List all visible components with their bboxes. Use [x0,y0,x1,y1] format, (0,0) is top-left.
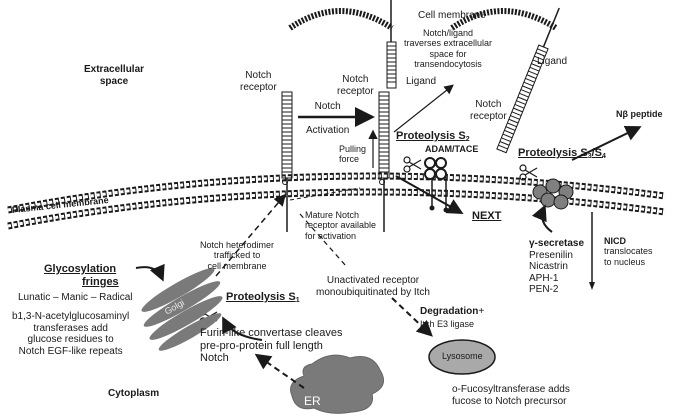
furin-label: Furin-like convertase cleaves pre-pro-pr… [200,327,343,365]
n-beta-peptide-label: Nβ peptide [616,109,663,119]
notch-receptor-middle [378,91,390,232]
lysosome-label: Lysosome [442,351,483,361]
arrow-gamma-curl [531,204,553,233]
unactivated-label: Unactivated receptor monoubiquitinated b… [316,275,430,298]
top-membrane-right [450,8,558,31]
notch-receptor-left [281,91,293,232]
arrow-unactivated [299,213,347,267]
scissors-icon [519,164,538,181]
next-label: NEXT [472,210,502,222]
adam-tace-complex [424,157,447,180]
notch-receptor-label-3: Notch receptor [470,99,507,122]
extracellular-label: Extracellular space [84,64,145,87]
arrow-transendocytosis [393,84,454,133]
gamma-secretase-complex [532,178,574,210]
cell-membrane-label: Cell membrane [418,10,486,21]
golgi [141,268,223,351]
degradation-label: Degradation+ [420,306,485,317]
adam-tace-label: ADAM/TACE [425,144,479,154]
fringes-label: Lunatic – Manic – Radical [18,292,133,303]
scissors-icon [403,156,422,173]
notch-receptor-right [496,7,560,154]
ligand-label-2: Ligand [537,56,568,67]
endoplasmic-reticulum [290,354,385,414]
arrow-glycosylation [135,263,165,282]
gamma-secretase-label: γ-secretase Presenilin Nicastrin APH-1 P… [529,238,585,295]
arrow-n-beta [571,126,642,161]
cytoplasm-label: Cytoplasm [108,388,160,399]
er-label: ER [304,394,321,408]
nicd-fragment [589,212,595,290]
ligand-middle [386,0,397,89]
itch-label: Itch E3 ligase [420,319,475,329]
proteolysis-s1-label: Proteolysis S1 [226,291,300,304]
arrow-to-lysosome [391,297,433,337]
arrow-to-next [395,175,464,214]
nicd-label: NICD translocates to nucleus [604,236,653,267]
notch-receptor-label-2: Notch receptor [337,74,374,97]
proteolysis-s2-label: Proteolysis S2 [396,130,470,143]
mature-notch-label: Mature Notch receptor available for acti… [305,210,377,241]
heterodimer-label: Notch heterodimer trafficked to cell mem… [200,240,275,271]
pulling-force-label: Pulling force [339,144,367,165]
fucosyl-label: o-Fucosyltransferase adds fucose to Notc… [452,384,570,407]
b13-label: b1,3-N-acetylglucosaminyl transferases a… [12,311,130,357]
notch-receptor-label-1: Notch receptor [240,70,277,93]
proteolysis-s3-s4-label: Proteolysis S3/S4 [518,147,606,160]
arrow-heterodimer [215,193,286,277]
ligand-label-1: Ligand [406,76,437,87]
top-membrane-left [288,8,394,31]
lysosome [428,339,496,375]
notch-activation-label: Notch Activation [306,101,350,136]
transendocytosis-label: Notch/ligand traverses extracellular spa… [404,28,493,70]
glycosylation-label: Glycosylation fringes [44,263,119,288]
arrow-mature [289,187,361,201]
arrow-furin [222,316,263,341]
